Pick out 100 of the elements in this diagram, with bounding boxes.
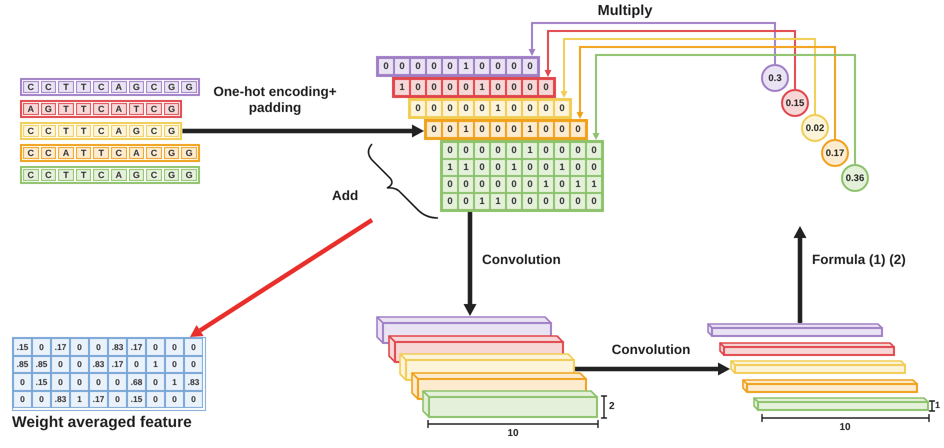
weight-cell: .83 bbox=[89, 356, 108, 373]
weight-cell: 0 bbox=[184, 356, 203, 373]
matrix-cell: 0 bbox=[522, 58, 538, 75]
weight-cell: 0 bbox=[184, 390, 203, 408]
matrix-cell: 0 bbox=[522, 100, 538, 117]
matrix-cell: 0 bbox=[458, 100, 474, 117]
weight-cell: 0 bbox=[32, 390, 51, 408]
weight-cell: 0 bbox=[165, 338, 184, 356]
arrow bbox=[528, 22, 776, 64]
matrix-cell: 0 bbox=[538, 159, 554, 176]
edge-label: Convolution bbox=[610, 342, 692, 358]
weight-cell: 0 bbox=[108, 373, 127, 390]
nucleotide-cell: C bbox=[146, 103, 162, 115]
nucleotide-cell: T bbox=[76, 169, 92, 181]
matrix-cell: 0 bbox=[570, 159, 586, 176]
weight-cell: 0 bbox=[51, 373, 70, 390]
matrix-cell: 1 bbox=[474, 193, 490, 210]
matrix-cell: 1 bbox=[506, 159, 522, 176]
matrix-cell: 1 bbox=[458, 159, 474, 176]
matrix-cell: 0 bbox=[410, 58, 426, 75]
weight-cell: 0 bbox=[184, 338, 203, 356]
arrow bbox=[560, 38, 816, 114]
nucleotide-cell: G bbox=[128, 169, 144, 181]
nucleotide-cell: G bbox=[164, 147, 180, 159]
weight-cell: .85 bbox=[32, 356, 51, 373]
nucleotide-cell: G bbox=[181, 81, 197, 93]
nucleotide-cell: G bbox=[164, 81, 180, 93]
weight-cell: .68 bbox=[127, 373, 146, 390]
nucleotide-cell: G bbox=[181, 147, 197, 159]
weight-cell: .17 bbox=[51, 338, 70, 356]
weight-cell: 0 bbox=[146, 390, 165, 408]
arrow bbox=[190, 218, 374, 337]
matrix-cell: 0 bbox=[538, 121, 554, 138]
weight-cell: .85 bbox=[13, 356, 32, 373]
weight-cell: .15 bbox=[32, 373, 51, 390]
edge-label: One-hot encoding+ padding bbox=[212, 84, 338, 116]
weight-cell: 0 bbox=[13, 390, 32, 408]
matrix-cell: 0 bbox=[426, 121, 442, 138]
nucleotide-cell: C bbox=[93, 103, 109, 115]
matrix-cell: 0 bbox=[442, 121, 458, 138]
nucleotide-cell: C bbox=[146, 169, 162, 181]
matrix-cell: 0 bbox=[554, 176, 570, 193]
nucleotide-cell: T bbox=[58, 103, 74, 115]
weight-cell: 0 bbox=[51, 356, 70, 373]
nucleotide-cell: A bbox=[128, 147, 144, 159]
matrix-cell: 0 bbox=[394, 58, 410, 75]
matrix-cell: 0 bbox=[554, 100, 570, 117]
nucleotide-cell: C bbox=[93, 81, 109, 93]
dimension-label: 2 bbox=[609, 401, 615, 412]
matrix-cell: 0 bbox=[426, 58, 442, 75]
matrix-cell: 0 bbox=[442, 142, 458, 159]
feature-bar bbox=[422, 390, 598, 418]
matrix-cell: 0 bbox=[538, 142, 554, 159]
matrix-cell: 0 bbox=[458, 193, 474, 210]
weight-cell: 0 bbox=[108, 390, 127, 408]
matrix-cell: 0 bbox=[554, 193, 570, 210]
weight-cell: 0 bbox=[70, 373, 89, 390]
matrix-cell: 0 bbox=[474, 58, 490, 75]
matrix-cell: 1 bbox=[522, 142, 538, 159]
matrix-cell: 0 bbox=[554, 121, 570, 138]
nucleotide-cell: A bbox=[111, 125, 127, 137]
matrix-cell: 0 bbox=[570, 142, 586, 159]
matrix-cell: 0 bbox=[442, 79, 458, 96]
arrow bbox=[544, 30, 796, 89]
matrix-cell: 0 bbox=[490, 121, 506, 138]
nucleotide-cell: T bbox=[76, 125, 92, 137]
matrix-cell: 0 bbox=[538, 193, 554, 210]
nucleotide-cell: C bbox=[146, 147, 162, 159]
matrix-cell: 0 bbox=[490, 176, 506, 193]
matrix-cell: 0 bbox=[506, 121, 522, 138]
feature-bar bbox=[707, 323, 883, 337]
matrix-cell: 1 bbox=[474, 79, 490, 96]
matrix-cell: 0 bbox=[522, 193, 538, 210]
nucleotide-cell: T bbox=[58, 169, 74, 181]
matrix-cell: 0 bbox=[442, 100, 458, 117]
weight-cell: 0 bbox=[13, 373, 32, 390]
weight-cell: .83 bbox=[184, 373, 203, 390]
weight-cell: 1 bbox=[146, 356, 165, 373]
one-hot-matrix bbox=[408, 98, 572, 119]
weight-cell: 1 bbox=[70, 390, 89, 408]
matrix-cell: 0 bbox=[442, 193, 458, 210]
matrix-cell: 0 bbox=[506, 58, 522, 75]
matrix-cell: 0 bbox=[474, 142, 490, 159]
matrix-cell: 0 bbox=[506, 142, 522, 159]
matrix-cell: 0 bbox=[506, 193, 522, 210]
matrix-cell: 0 bbox=[410, 79, 426, 96]
nucleotide-cell: G bbox=[40, 103, 56, 115]
matrix-cell: 1 bbox=[538, 176, 554, 193]
matrix-cell: 1 bbox=[458, 121, 474, 138]
nucleotide-cell: T bbox=[76, 81, 92, 93]
nucleotide-cell: A bbox=[111, 81, 127, 93]
matrix-cell: 0 bbox=[458, 176, 474, 193]
matrix-cell: 1 bbox=[394, 79, 410, 96]
arrow bbox=[464, 212, 476, 316]
matrix-cell: 0 bbox=[522, 176, 538, 193]
matrix-cell: 0 bbox=[554, 142, 570, 159]
matrix-cell: 0 bbox=[586, 142, 602, 159]
matrix-cell: 1 bbox=[554, 159, 570, 176]
matrix-cell: 0 bbox=[522, 159, 538, 176]
nucleotide-cell: T bbox=[76, 103, 92, 115]
